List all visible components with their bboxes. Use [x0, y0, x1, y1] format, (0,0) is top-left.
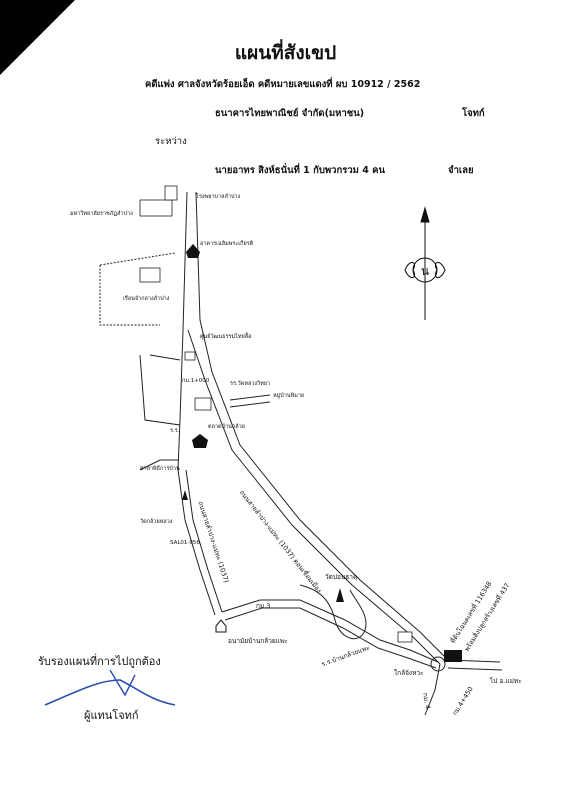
label-ntl-building: อาคารเฉลิมพระเกียรติ [200, 241, 254, 247]
house-icon [186, 244, 200, 258]
hospital-building [164, 185, 178, 201]
document-title: แผนที่สังเขป [234, 42, 337, 64]
label-station-code-1: กม.1+000 [182, 378, 210, 384]
signer-label: ผู้แทนโจทก์ [84, 709, 139, 722]
label-to: ไป อ.แม่ทะ [490, 677, 522, 685]
label-pagoda: ศาลาพิธีการบ้าน [140, 466, 180, 472]
land-plot [444, 650, 462, 662]
label-nearby: ใกล้จังหวะ [394, 669, 424, 677]
stream [299, 584, 367, 640]
lower-road-2 [224, 607, 437, 669]
label-wr: ร.ร. [170, 428, 180, 434]
label-university: มหาวิทยาลัยราชภัฏลำปาง [70, 211, 133, 217]
main-road-left-edge [177, 191, 188, 471]
left-road-1 [177, 469, 216, 616]
certify-text: รับรองแผนที่การไปถูกต้อง [38, 655, 161, 668]
health-icon [215, 619, 227, 633]
label-center: ศูนย์วัฒนธรรมไทยลื้อ [200, 334, 252, 340]
boundary-line [99, 252, 176, 326]
label-hospital: โรงพยาบาลลำปาง [196, 194, 241, 200]
school-building [194, 397, 212, 411]
between-label: ระหว่าง [155, 136, 187, 147]
roundabout [430, 656, 446, 672]
compass-rose [404, 206, 446, 320]
pagoda-icon [182, 490, 188, 500]
side-road-1 [139, 354, 181, 426]
compass-letter: น [421, 264, 429, 278]
center-building [184, 351, 196, 361]
defendant-name: นายอาทร สิงห์ธนั่นที่ 1 กับพวกรวม 4 คน [215, 165, 385, 176]
school2-building [397, 631, 413, 643]
left-road-2 [185, 469, 223, 613]
label-temple-left: วัดกล้วยหลวง [140, 519, 173, 525]
label-temple-right: วัดบ่อนธาตุ [325, 573, 358, 581]
label-prison: เรือนจำกลางลำปาง [123, 296, 170, 302]
label-km3: กม.3 [256, 602, 271, 610]
university-building [139, 199, 173, 217]
case-line: คดีแพ่ง ศาลจังหวัดร้อยเอ็ด คดีหมายเลขแดง… [145, 79, 421, 90]
side-road-2 [229, 394, 271, 408]
signature-mark-2 [109, 669, 136, 697]
plaintiff-role: โจทก์ [462, 108, 485, 119]
label-station-code-2: SAL01-056 [170, 540, 200, 546]
prison-building [139, 267, 161, 283]
label-health: อนามัยบ้านกล้วยแพะ [228, 637, 288, 645]
label-market: ตลาดบ้านกล้วย [208, 424, 245, 430]
signature-mark [44, 679, 176, 706]
side-road-3 [139, 459, 178, 471]
market-icon [192, 434, 208, 448]
temple-right-icon [336, 588, 344, 602]
main-road-right-inner [187, 329, 441, 665]
road-to-destination-2 [447, 667, 503, 671]
lower-road-1 [221, 599, 439, 663]
plaintiff-name: ธนาคารไทยพาณิชย์ จำกัด(มหาชน) [215, 108, 365, 119]
corner-fold-mark [0, 0, 75, 75]
defendant-role: จำเลย [448, 165, 474, 176]
label-village-wat: หมู่บ้านพิมาย [273, 393, 305, 399]
main-road-right-edge [195, 191, 449, 661]
label-school: รร.วัดหลวงวิทยา [230, 381, 271, 387]
